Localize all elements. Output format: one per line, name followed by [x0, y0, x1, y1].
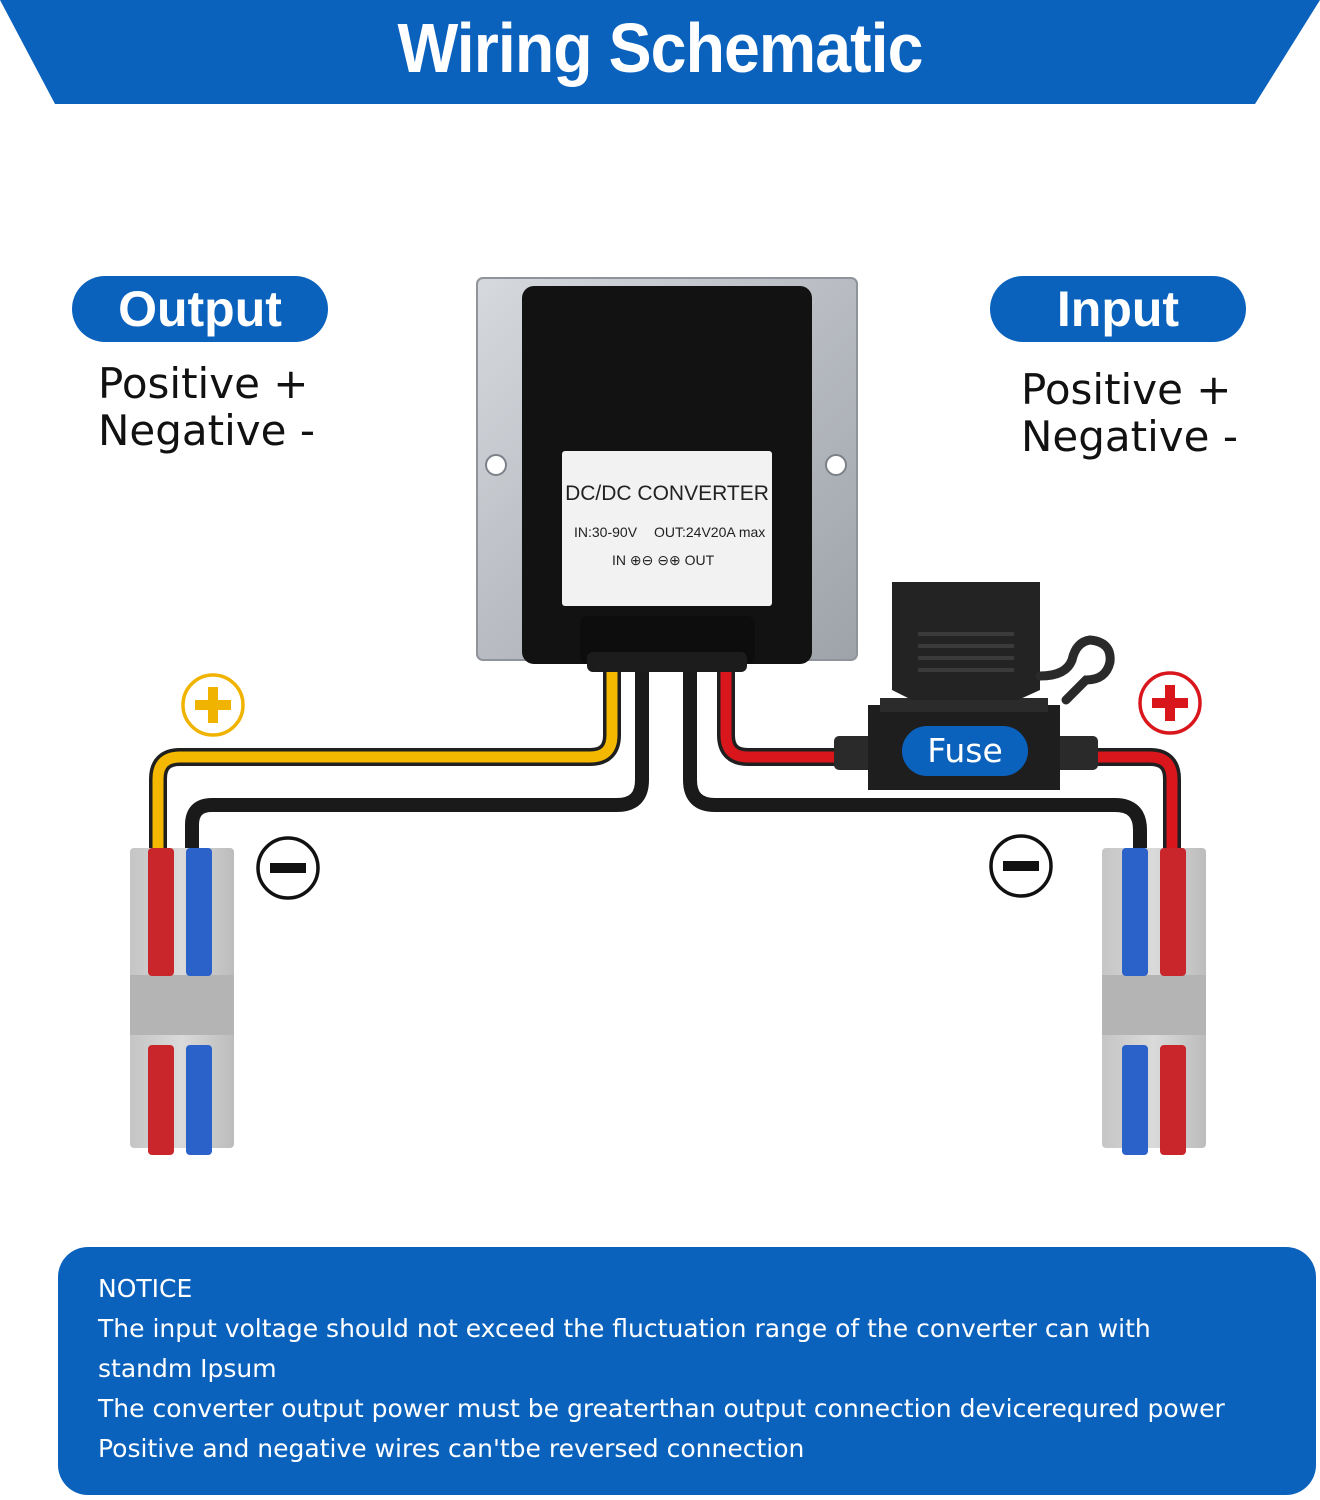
notice-line: Positive and negative wires can'tbe reve…	[98, 1434, 805, 1463]
converter-name: DC/DC CONVERTER	[565, 482, 769, 505]
terminal-symbols: ⊕⊖ ⊖⊕	[629, 552, 681, 568]
converter-label-plate	[562, 451, 772, 606]
input-negative-label: Negative -	[1021, 412, 1238, 461]
connector-lever-red	[148, 848, 174, 976]
input-negative-wire	[683, 658, 1147, 857]
connector-lever-blue	[186, 848, 212, 976]
mount-hole-right	[825, 454, 847, 476]
output-positive-label: Positive +	[98, 359, 309, 408]
converter-terminals: IN ⊕⊖ ⊖⊕ OUT	[612, 552, 714, 569]
page-title: Wiring Schematic	[397, 9, 923, 87]
dc-dc-converter	[476, 277, 858, 672]
output-negative-wire	[185, 658, 649, 857]
connector-lever-blue	[1122, 1045, 1148, 1155]
connector-lever-red	[1160, 1045, 1186, 1155]
connector-lever-blue	[1122, 848, 1148, 976]
notice-heading: NOTICE	[98, 1274, 193, 1303]
notice-panel: NOTICE The input voltage should not exce…	[58, 1247, 1316, 1495]
mount-hole-left	[485, 454, 507, 476]
terminal-out-label: OUT	[684, 552, 715, 568]
converter-spec-in: IN:30-90V	[574, 524, 638, 540]
converter-spec-out: OUT:24V20A max	[654, 524, 766, 540]
input-heading: Input	[990, 276, 1246, 342]
output-heading: Output	[72, 276, 328, 342]
output-negative-label: Negative -	[98, 406, 315, 455]
connector-lever-red	[148, 1045, 174, 1155]
output-positive-wire-core	[152, 659, 618, 856]
output-negative-minus-circle-icon	[256, 836, 320, 900]
connector-lever-blue	[186, 1045, 212, 1155]
terminal-in-label: IN	[612, 552, 626, 568]
connector-lever-red	[1160, 848, 1186, 976]
input-positive-plus-circle-icon	[1138, 671, 1202, 735]
input-negative-minus-circle-icon	[989, 834, 1053, 898]
output-lever-connector	[130, 848, 234, 1155]
input-lever-connector	[1102, 848, 1206, 1155]
notice-line: standm Ipsum	[98, 1354, 277, 1383]
notice-line: The input voltage should not exceed the …	[98, 1314, 1151, 1343]
title-banner	[0, 0, 1320, 104]
notice-line: The converter output power must be great…	[98, 1394, 1225, 1423]
fuse-label: Fuse	[902, 726, 1028, 776]
output-positive-plus-circle-icon	[181, 673, 245, 737]
input-positive-label: Positive +	[1021, 365, 1232, 414]
